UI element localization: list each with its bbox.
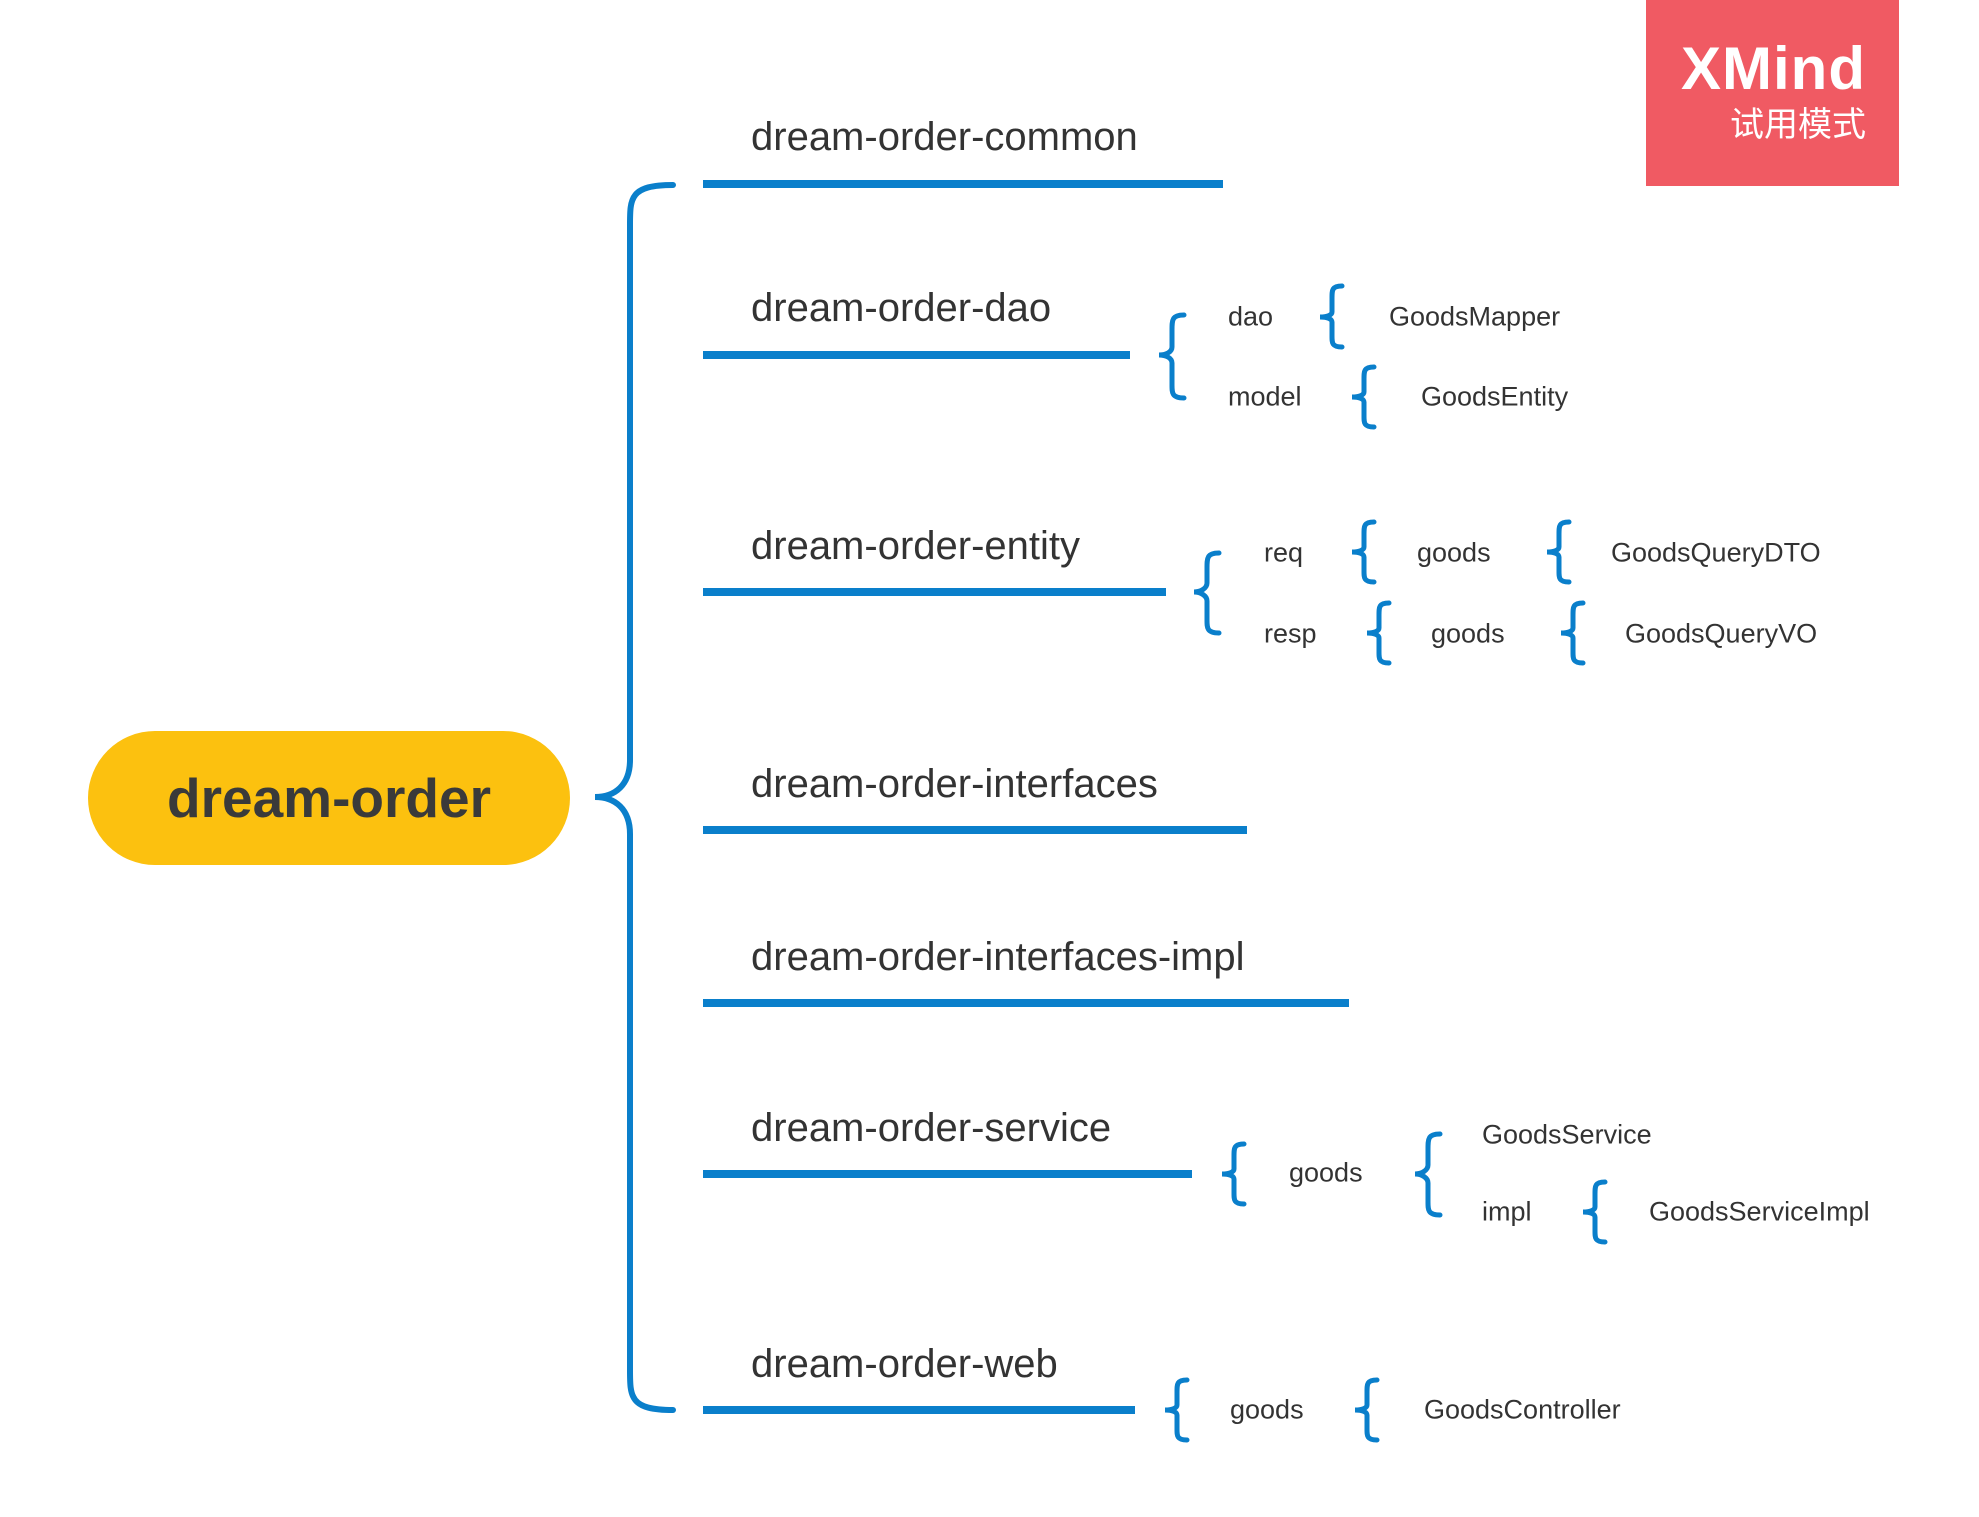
bracket-service-branch <box>1221 1141 1247 1207</box>
topic-goods-service[interactable]: GoodsService <box>1482 1119 1652 1150</box>
bracket-model <box>1351 364 1377 430</box>
bracket-web-goods <box>1354 1377 1380 1443</box>
bracket-dao <box>1319 283 1345 350</box>
topic-goods-controller[interactable]: GoodsController <box>1424 1394 1621 1425</box>
branch-dream-order-service[interactable]: dream-order-service <box>751 1106 1112 1150</box>
root-topic[interactable]: dream-order <box>88 731 570 865</box>
topic-goods-service-impl[interactable]: GoodsServiceImpl <box>1649 1196 1870 1227</box>
branch-dream-order-common[interactable]: dream-order-common <box>751 115 1138 159</box>
topic-web-goods[interactable]: goods <box>1230 1394 1304 1425</box>
topic-req[interactable]: req <box>1264 537 1304 568</box>
bracket-service-goods <box>1414 1131 1443 1218</box>
topic-model[interactable]: model <box>1228 381 1302 412</box>
watermark-mode: 试用模式 <box>1730 104 1866 145</box>
topic-impl[interactable]: impl <box>1482 1196 1532 1227</box>
root-bracket <box>594 182 676 1413</box>
bracket-entity-branch <box>1193 550 1222 636</box>
bracket-req-goods <box>1546 519 1572 585</box>
topic-req-goods[interactable]: goods <box>1417 537 1491 568</box>
topic-resp[interactable]: resp <box>1264 618 1317 649</box>
watermark-brand: XMind <box>1681 34 1866 102</box>
branch-dream-order-dao[interactable]: dream-order-dao <box>751 286 1052 330</box>
topic-resp-goods[interactable]: goods <box>1431 618 1505 649</box>
topic-goods-query-dto[interactable]: GoodsQueryDTO <box>1611 537 1821 568</box>
topic-service-goods[interactable]: goods <box>1289 1157 1363 1188</box>
topic-goods-mapper[interactable]: GoodsMapper <box>1389 301 1561 332</box>
bracket-dao-branch <box>1158 312 1187 401</box>
bracket-web-branch <box>1164 1377 1190 1443</box>
bracket-resp <box>1366 600 1392 666</box>
xmind-trial-watermark: XMind 试用模式 <box>1646 0 1899 186</box>
topic-goods-query-vo[interactable]: GoodsQueryVO <box>1625 618 1818 649</box>
bracket-resp-goods <box>1560 600 1586 666</box>
branch-dream-order-entity[interactable]: dream-order-entity <box>751 524 1081 568</box>
bracket-req <box>1351 519 1377 585</box>
topic-dao[interactable]: dao <box>1228 301 1274 332</box>
topic-goods-entity[interactable]: GoodsEntity <box>1421 381 1569 412</box>
branch-dream-order-interfaces[interactable]: dream-order-interfaces <box>751 762 1158 806</box>
root-topic-label: dream-order <box>167 767 491 829</box>
branch-dream-order-interfaces-impl[interactable]: dream-order-interfaces-impl <box>751 935 1245 979</box>
branch-dream-order-web[interactable]: dream-order-web <box>751 1342 1058 1386</box>
bracket-impl <box>1582 1179 1608 1245</box>
